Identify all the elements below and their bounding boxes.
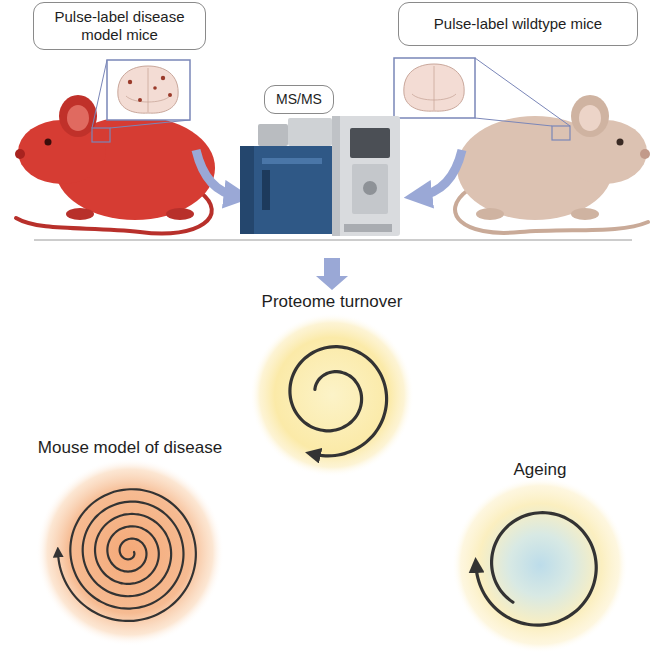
box-label: Pulse-label wildtype mice (434, 15, 602, 33)
mass-spectrometer (240, 116, 400, 236)
glow-disc (250, 313, 414, 477)
spiral-line (290, 347, 387, 456)
turnover-circle: Proteome turnover (250, 292, 414, 482)
spiral-figure (250, 292, 414, 482)
circle-heading: Ageing (450, 460, 630, 480)
ageing-circle: Ageing (450, 460, 630, 656)
flow-arrow (196, 150, 238, 196)
down-arrow (316, 258, 348, 290)
flow-arrow (418, 150, 462, 196)
disease-mouse (15, 60, 215, 234)
divider-line (34, 240, 632, 241)
glow-disc (36, 458, 224, 646)
disease-circle: Mouse model of disease (25, 438, 235, 652)
glow-disc (452, 477, 628, 653)
spiral-line (476, 513, 596, 625)
wildtype-mouse (394, 58, 650, 233)
box-label: MS/MS (276, 91, 322, 108)
box-label: Pulse-label disease model mice (44, 8, 195, 44)
method-label-box: MS/MS (264, 85, 334, 114)
circle-heading: Proteome turnover (250, 292, 414, 312)
group-label-box: Pulse-label disease model mice (33, 2, 206, 50)
spiral-figure (25, 438, 235, 652)
circle-heading: Mouse model of disease (25, 438, 235, 458)
spiral-line (58, 489, 196, 621)
group-label-box: Pulse-label wildtype mice (398, 2, 638, 46)
spiral-figure (450, 460, 630, 656)
